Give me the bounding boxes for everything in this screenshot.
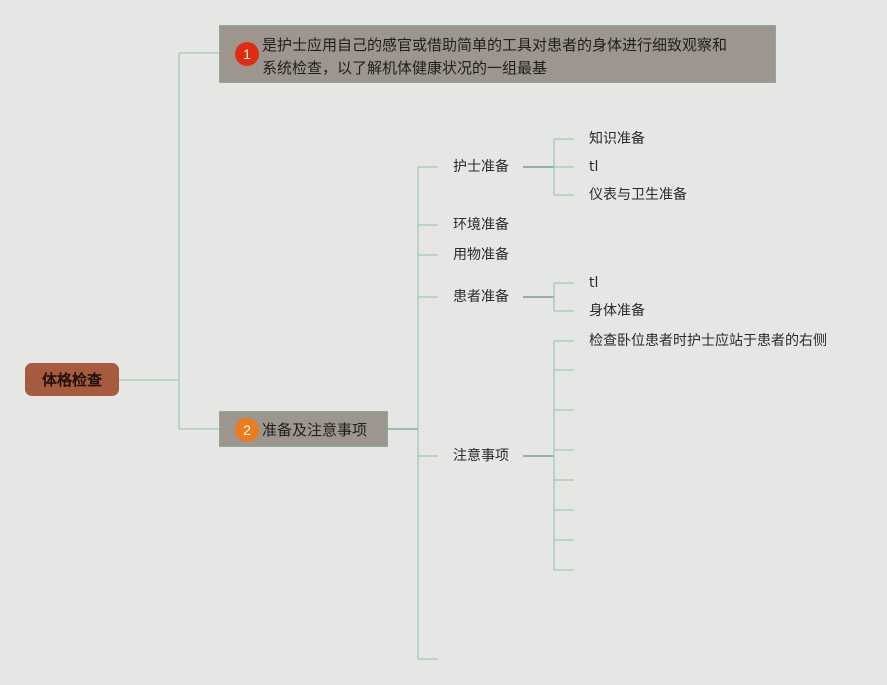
topic-precautions[interactable]: 注意事项 — [453, 448, 509, 464]
subtopic-knowledge-preparation[interactable]: 知识准备 — [589, 131, 645, 147]
definition-line-1: 是护士应用自己的感官或借助简单的工具对患者的身体进行细致观察和 — [262, 36, 728, 54]
subtopic-body-preparation[interactable]: 身体准备 — [589, 303, 645, 319]
root-node[interactable]: 体格检查 — [25, 363, 119, 396]
topic-supplies-preparation[interactable]: 用物准备 — [453, 247, 509, 263]
connector-nurse-items — [553, 138, 574, 196]
definition-line-2: 系统检查，以了解机体健康状况的一组最基 — [262, 59, 548, 77]
branch-node-preparation[interactable]: 2 准备及注意事项 — [219, 411, 388, 447]
connector-patient-items — [553, 282, 574, 312]
branch-node-definition[interactable]: 1 是护士应用自己的感官或借助简单的工具对患者的身体进行细致观察和 系统检查，以… — [219, 25, 776, 83]
subtopic-stand-right-side[interactable]: 检查卧位患者时护士应站于患者的右侧 — [589, 333, 827, 349]
connector-notes-items — [553, 340, 574, 571]
preparation-label: 准备及注意事项 — [262, 420, 368, 439]
connector-level2 — [417, 166, 438, 660]
topic-nurse-preparation[interactable]: 护士准备 — [453, 159, 509, 175]
subtopic-nurse-tl[interactable]: tl — [589, 159, 599, 175]
root-label: 体格检查 — [41, 371, 102, 389]
topic-environment-preparation[interactable]: 环境准备 — [453, 217, 509, 233]
number-badge-2: 2 — [235, 418, 259, 442]
topic-patient-preparation[interactable]: 患者准备 — [453, 289, 509, 305]
subtopic-patient-tl[interactable]: tl — [589, 275, 599, 291]
subtopic-appearance-hygiene[interactable]: 仪表与卫生准备 — [589, 187, 687, 203]
connector-root — [119, 52, 219, 430]
number-badge-1: 1 — [235, 42, 259, 66]
